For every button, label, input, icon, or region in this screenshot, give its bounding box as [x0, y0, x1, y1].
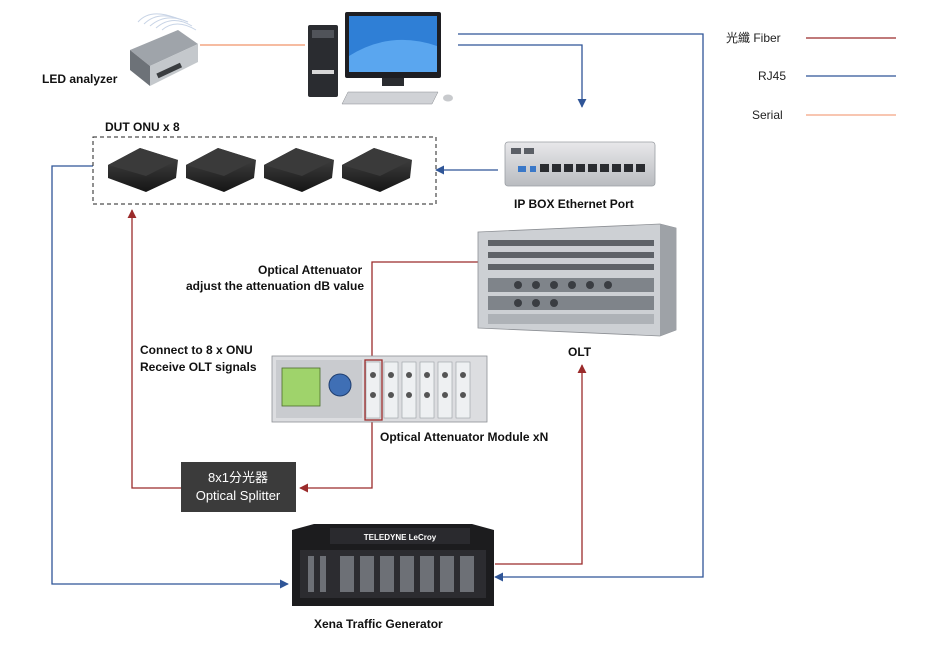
xena-label: Xena Traffic Generator [314, 617, 443, 631]
receive-olt-label: Receive OLT signals [140, 360, 257, 374]
ip-box-device [504, 141, 656, 187]
dut-onu-label: DUT ONU x 8 [105, 120, 180, 134]
olt-chassis [477, 223, 677, 337]
legend-label-rj45: RJ45 [758, 69, 786, 83]
fiber-line-xena-olt [495, 364, 587, 565]
xena-brand-label: TELEDYNE LeCroy [364, 533, 437, 542]
fiber-line-attenuator-splitter [299, 420, 373, 493]
optical-splitter-box [181, 462, 296, 512]
onu-device-1 [108, 148, 178, 192]
optical-attenuator-sub-label: adjust the attenuation dB value [186, 279, 364, 293]
onu-device-4 [342, 148, 412, 192]
legend-item-fiber: 光纖 Fiber [726, 31, 896, 45]
onu-device-3 [264, 148, 334, 192]
rj45-line-onu-xena [51, 165, 289, 589]
connect-onu-label: Connect to 8 x ONU [140, 343, 253, 357]
olt-label: OLT [568, 345, 592, 359]
legend: 光纖 Fiber RJ45 Serial [726, 31, 896, 122]
splitter-cn-label: 8x1分光器 [208, 470, 268, 485]
legend-item-serial: Serial [752, 108, 896, 122]
optical-attenuator-module [271, 355, 488, 423]
legend-label-serial: Serial [752, 108, 783, 122]
led-analyzer-device [130, 13, 198, 86]
fiber-line-splitter-onu [127, 209, 181, 489]
splitter-en-label: Optical Splitter [196, 488, 281, 503]
legend-item-rj45: RJ45 [758, 69, 896, 83]
onu-device-2 [186, 148, 256, 192]
xena-traffic-generator: TELEDYNE LeCroy [292, 524, 494, 606]
led-analyzer-label: LED analyzer [42, 72, 118, 86]
pc-computer [308, 12, 453, 105]
rj45-line-pc-xena [458, 33, 704, 582]
legend-label-fiber: 光纖 Fiber [726, 31, 781, 45]
attenuator-module-label: Optical Attenuator Module xN [380, 430, 548, 444]
optical-attenuator-label: Optical Attenuator [258, 263, 363, 277]
ip-box-label: IP BOX Ethernet Port [514, 197, 634, 211]
fiber-line-olt-attenuator [371, 261, 505, 360]
onu-devices [108, 148, 412, 192]
rj45-line-pc-down [458, 44, 587, 108]
dut-onu-group-box [92, 136, 437, 205]
